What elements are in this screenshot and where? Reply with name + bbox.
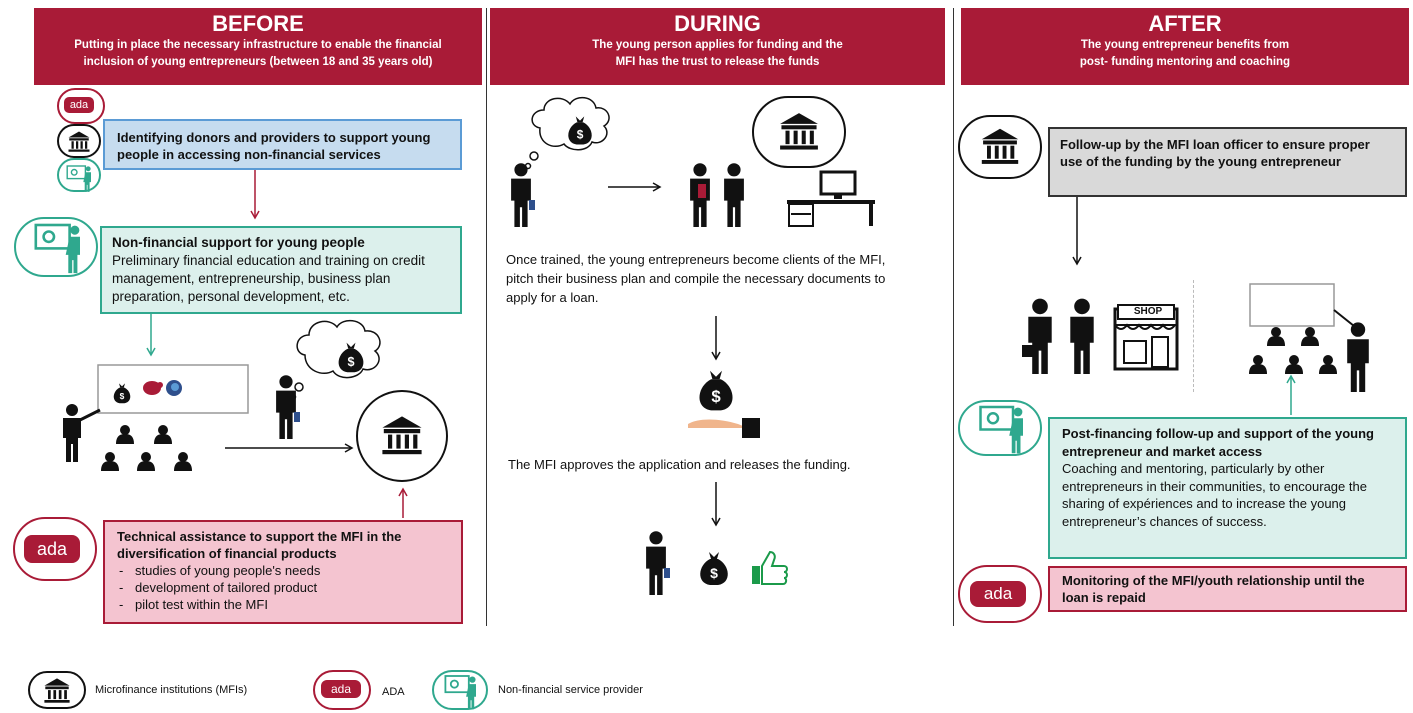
arrow-right-2 — [608, 182, 662, 192]
market-scene — [1022, 298, 1179, 374]
post-financing-box: Post-financing follow-up and support of … — [1048, 417, 1407, 559]
provider-logo-small — [57, 158, 101, 193]
young-person-icon — [511, 163, 535, 227]
mentee-icon-4 — [1285, 355, 1303, 374]
arrow-down-5 — [1072, 197, 1082, 266]
post-body: Coaching and mentoring, particularly by … — [1062, 461, 1367, 529]
legend-provider-label: Non-financial service provider — [498, 684, 643, 696]
desk-icon — [787, 170, 875, 227]
legend-ada-label: ADA — [382, 686, 405, 698]
student-icon-3 — [101, 452, 119, 471]
during-header: DURING The young person applies for fund… — [490, 8, 945, 85]
during-subtitle-2: MFI has the trust to release the funds — [615, 56, 820, 68]
after-header: AFTER The young entrepreneur benefits fr… — [961, 8, 1409, 85]
thumbs-up-icon — [752, 550, 788, 585]
ada-logo-large-badge: ada — [24, 535, 80, 563]
entrepreneur-icon — [1028, 298, 1052, 374]
trainer-icon — [34, 223, 82, 275]
thought-cloud-during — [524, 96, 610, 170]
list-item: studies of young people's needs — [117, 562, 449, 579]
legend-mfi-label: Microfinance institutions (MFIs) — [95, 684, 248, 696]
arrow-down-1 — [250, 170, 260, 220]
arrow-down-3 — [711, 316, 721, 361]
young-person-icon — [646, 531, 666, 595]
trainer-icon — [444, 675, 477, 711]
student-icon-1 — [116, 425, 134, 444]
mfi-logo-after — [958, 115, 1042, 179]
before-subtitle-2: inclusion of young entrepreneurs (betwee… — [83, 56, 433, 68]
mfi-logo-small — [57, 124, 101, 158]
after-subtitle-2: post- funding mentoring and coaching — [1079, 56, 1291, 68]
nonfin-body: Preliminary financial education and trai… — [112, 253, 425, 304]
mentee-icon-3 — [1249, 355, 1267, 374]
trainer-icon — [66, 165, 92, 193]
ada-logo-after-badge: ada — [970, 581, 1026, 607]
mentee-icon-2 — [1301, 327, 1319, 346]
mentor-icon — [1347, 322, 1369, 392]
piggy-bank-icon — [143, 381, 163, 395]
technical-assistance-box: Technical assistance to support the MFI … — [103, 520, 463, 624]
teacher-icon — [63, 404, 81, 462]
head-icon — [166, 380, 182, 396]
bank-icon — [44, 678, 70, 703]
arrow-down-2 — [146, 314, 156, 357]
mentoring-scene — [1249, 283, 1369, 392]
post-title: Post-financing follow-up and support of … — [1062, 426, 1374, 459]
nonfin-title: Non-financial support for young people — [112, 235, 365, 250]
donors-box: Identifying donors and providers to supp… — [103, 119, 462, 170]
list-item: pilot test within the MFI — [117, 596, 449, 613]
funding-hand-icon — [688, 370, 760, 438]
young-person-icon — [276, 375, 300, 439]
after-subtitle-1: The young entrepreneur benefits from — [1080, 39, 1290, 51]
bank-icon — [382, 416, 422, 455]
during-text-1: Once trained, the young entrepreneurs be… — [506, 252, 886, 305]
bank-icon — [981, 128, 1019, 164]
trainer-icon — [979, 405, 1025, 455]
after-title: AFTER — [1148, 11, 1222, 36]
money-bag-icon — [700, 552, 728, 585]
divider-2 — [953, 8, 954, 626]
ta-list: studies of young people's needs developm… — [117, 562, 449, 613]
whiteboard — [1249, 283, 1335, 327]
customer-icon — [1070, 298, 1094, 374]
mfi-logo-during — [752, 96, 846, 168]
student-icon-4 — [137, 452, 155, 471]
list-item: development of tailored product — [117, 579, 449, 596]
followup-box: Follow-up by the MFI loan officer to ens… — [1048, 127, 1407, 197]
provider-logo-large — [14, 217, 98, 277]
arrow-up-1 — [398, 487, 408, 518]
before-subtitle-1: Putting in place the necessary infrastru… — [74, 39, 442, 51]
legend-mfi-icon — [28, 671, 86, 709]
before-header: BEFORE Putting in place the necessary in… — [34, 8, 482, 85]
dotted-divider — [1193, 280, 1194, 392]
ada-logo-small-badge: ada — [64, 97, 94, 113]
student-icon-2 — [154, 425, 172, 444]
arrow-right-1 — [225, 443, 354, 453]
legend-provider-icon — [432, 670, 488, 711]
monitoring-box: Monitoring of the MFI/youth relationship… — [1048, 566, 1407, 612]
handshake-icon — [690, 163, 744, 227]
shop-icon — [1113, 304, 1179, 371]
divider-1 — [486, 8, 487, 626]
bank-icon — [780, 113, 818, 150]
legend-ada-badge: ada — [321, 680, 361, 698]
ta-title: Technical assistance to support the MFI … — [117, 529, 402, 561]
arrow-down-4 — [711, 482, 721, 527]
mentee-icon-5 — [1319, 355, 1337, 374]
during-text-2: The MFI approves the application and rel… — [508, 457, 851, 472]
arrow-up-2 — [1286, 374, 1296, 415]
during-subtitle-1: The young person applies for funding and… — [592, 39, 843, 51]
before-title: BEFORE — [212, 11, 304, 36]
shop-sign: SHOP — [1133, 306, 1163, 317]
provider-logo-after — [958, 400, 1042, 456]
mfi-logo-before — [356, 390, 448, 482]
classroom-scene — [63, 364, 249, 471]
bank-icon — [68, 131, 90, 152]
funded-person-scene — [646, 531, 788, 595]
during-title: DURING — [674, 11, 761, 36]
mentee-icon-1 — [1267, 327, 1285, 346]
student-icon-5 — [174, 452, 192, 471]
nonfin-box: Non-financial support for young people P… — [100, 226, 462, 314]
